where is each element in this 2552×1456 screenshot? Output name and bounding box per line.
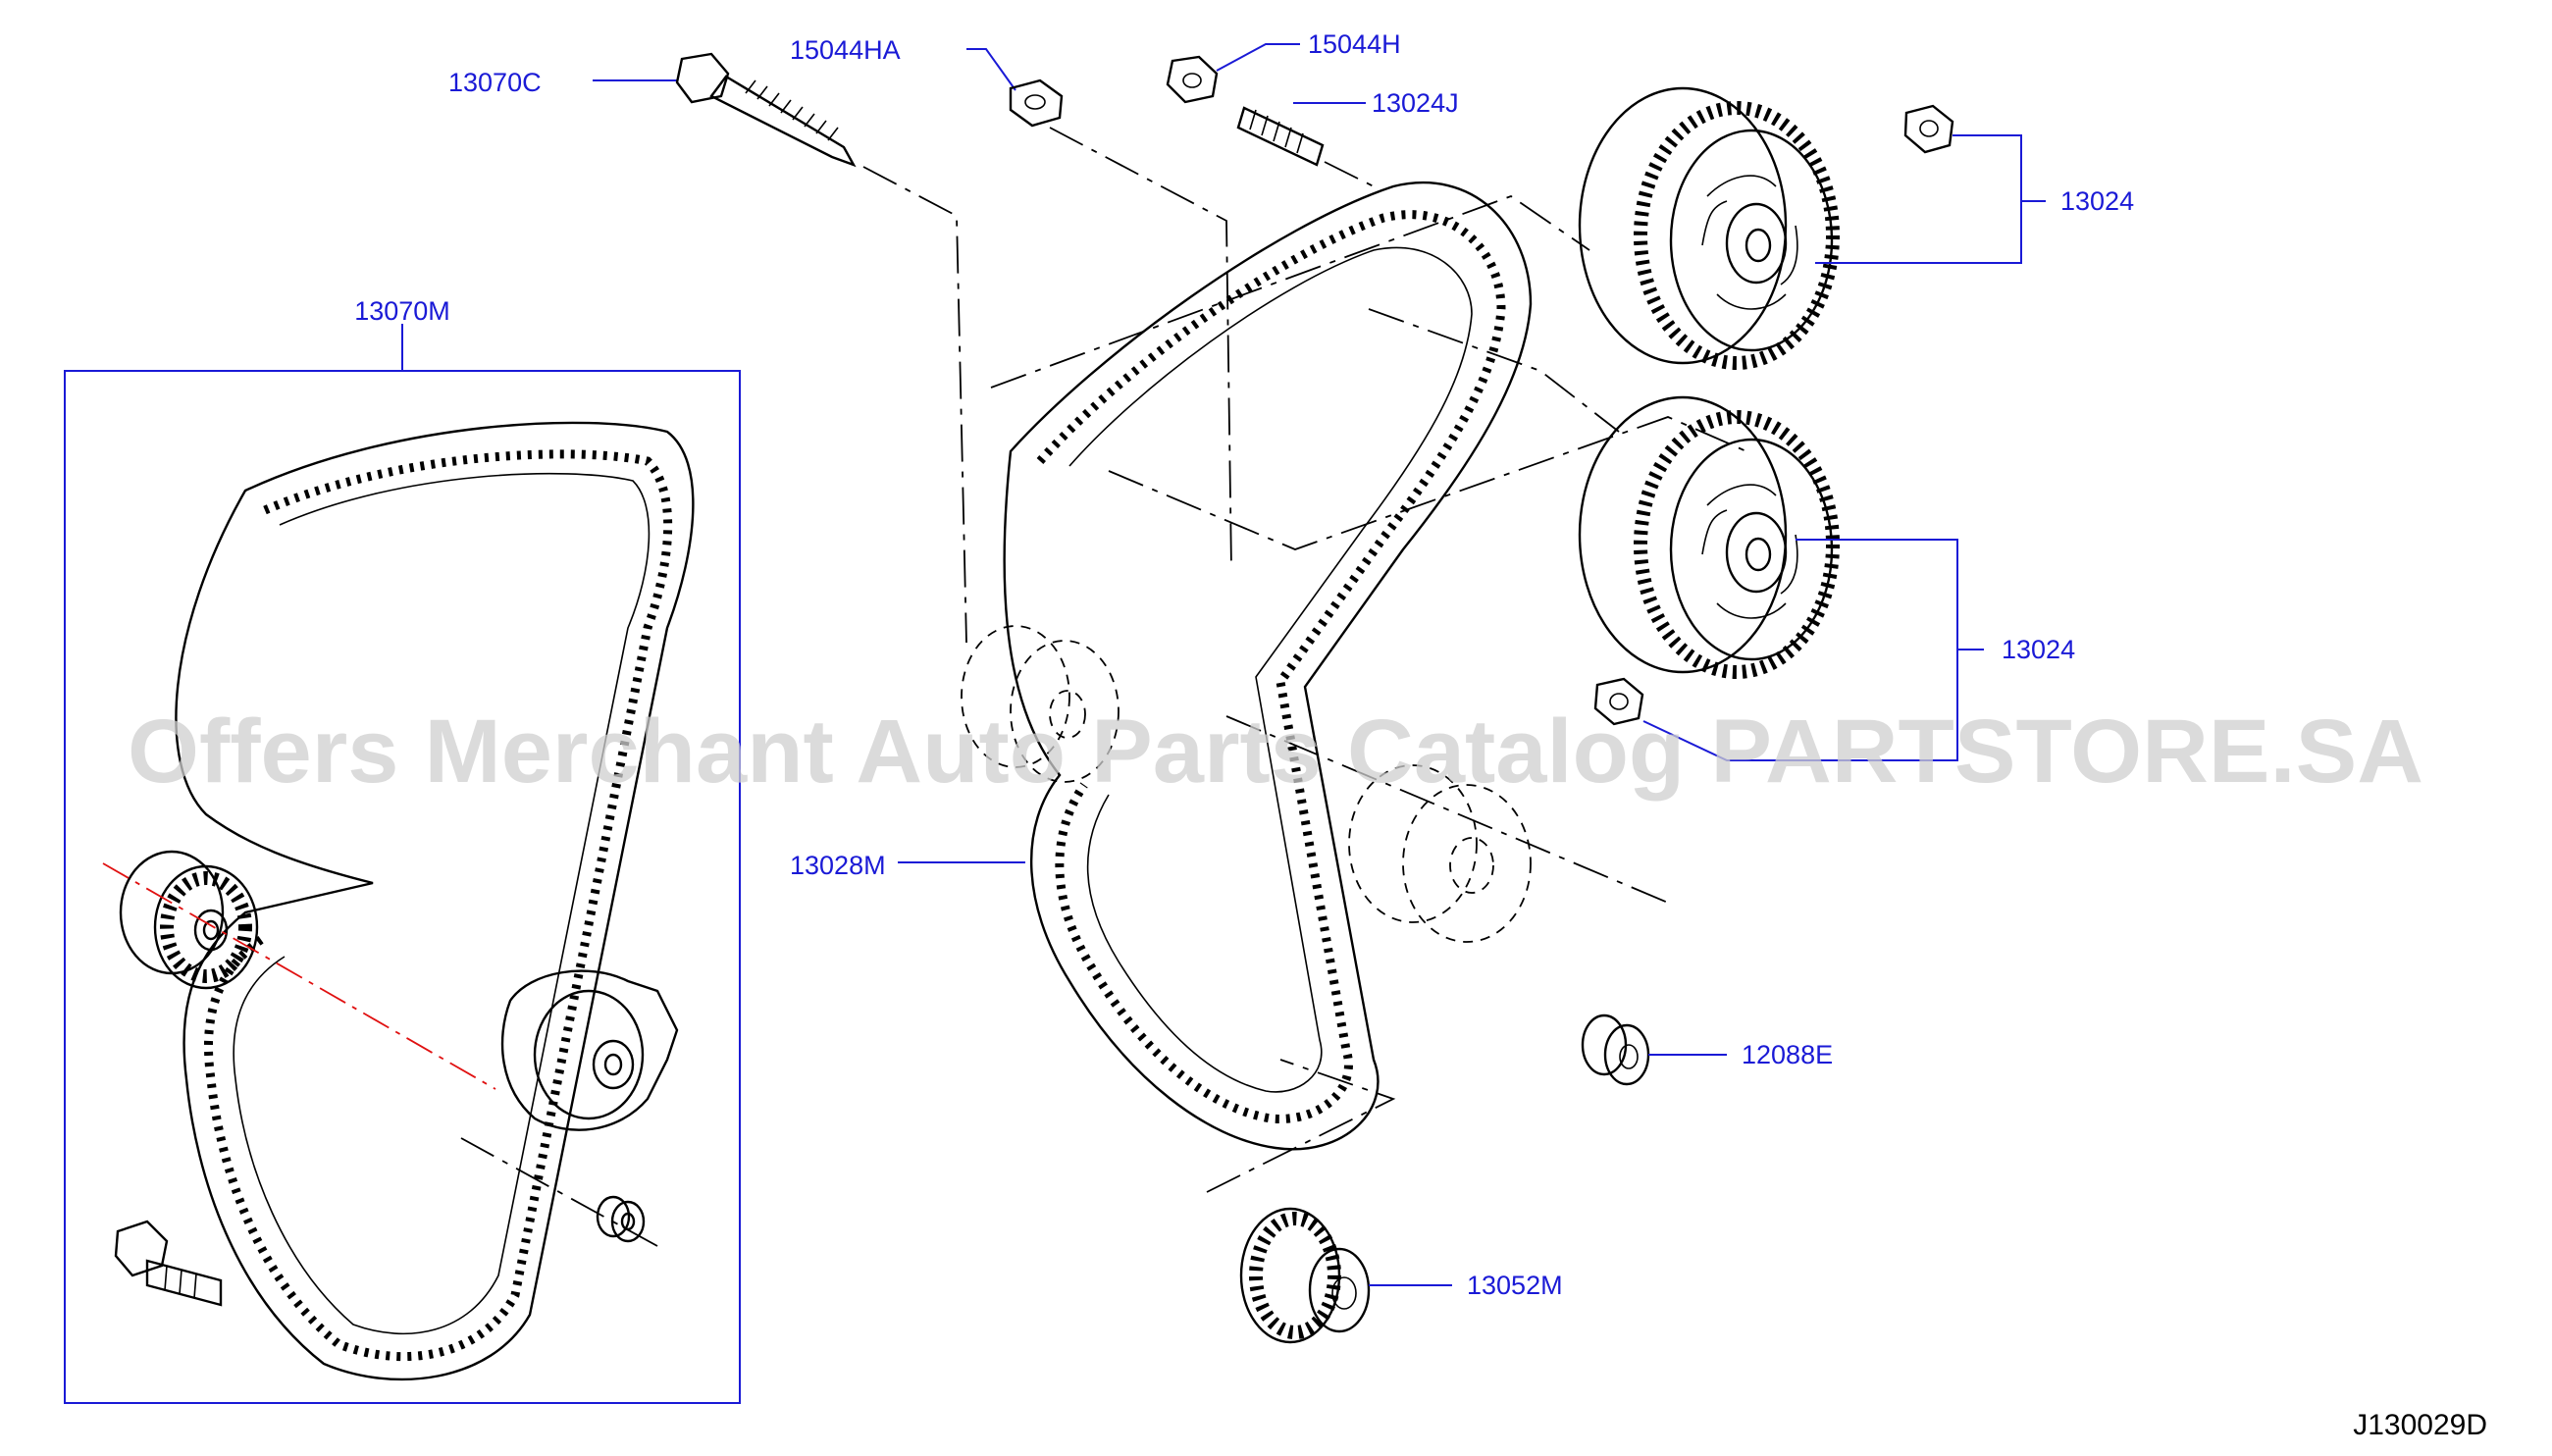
belt-phantom-4 xyxy=(1206,1059,1396,1193)
upper-sprocket-nut-hole xyxy=(1919,120,1939,137)
kit-bolt xyxy=(114,1220,223,1307)
callout-15044H: 15044H xyxy=(1308,29,1401,59)
phantom-tensioner xyxy=(1348,764,1532,943)
belt-13028M-inner xyxy=(1068,246,1473,1093)
nut-15044HA-group: 15044HA xyxy=(790,35,1232,570)
callout-13070M: 13070M xyxy=(354,296,450,326)
belt-phantom-3 xyxy=(1368,308,1620,433)
callout-12088E: 12088E xyxy=(1742,1040,1833,1069)
upper-sprocket-hub xyxy=(1725,202,1788,285)
stud-13024J-thread xyxy=(1249,109,1304,154)
kit-belt-teeth xyxy=(204,449,673,1362)
kit-13070M-group: 13070M xyxy=(64,296,741,1404)
nut-15044HA-body xyxy=(1009,78,1064,128)
stud-13024J-axis xyxy=(1324,161,1375,187)
lower-sprocket-spokes xyxy=(1701,484,1798,619)
belt-13028M-teeth-outer xyxy=(1036,210,1506,1123)
stud-13024J-body xyxy=(1236,106,1325,167)
sprocket-13024-upper-group: 13024 xyxy=(1578,86,2134,370)
lower-sprocket-bore xyxy=(1745,537,1772,572)
belt-phantom-2 xyxy=(1108,416,1747,550)
kit-idler-pulley xyxy=(119,850,259,990)
nut-15044H-group: 15044H xyxy=(1166,29,1401,104)
nut-15044HA-leader xyxy=(966,48,1016,91)
belt-phantom-1 xyxy=(990,194,1590,389)
upper-sprocket-spokes xyxy=(1701,175,1798,310)
bolt-13070C-group: 13070C xyxy=(448,52,967,644)
bolt-13070C-head xyxy=(675,52,730,104)
callout-13070C: 13070C xyxy=(448,68,542,97)
callout-15044HA: 15044HA xyxy=(790,35,901,65)
lower-sprocket-face xyxy=(1669,438,1834,661)
washer-12088E-back xyxy=(1581,1014,1628,1076)
callout-13028M: 13028M xyxy=(790,851,886,880)
watermark-text: Offers Merchant Auto Parts Catalog PARTS… xyxy=(128,702,2423,802)
upper-sprocket-leader xyxy=(1815,134,2022,264)
phantom-idler xyxy=(961,625,1120,783)
stud-13024J-group: 13024J xyxy=(1236,88,1459,187)
crank-sprocket-front xyxy=(1308,1247,1371,1333)
kit-centerline xyxy=(102,862,496,1090)
sprocket-13024-lower-group: 13024 xyxy=(1578,395,2075,761)
callout-13024-upper: 13024 xyxy=(2060,186,2134,216)
upper-sprocket-nut xyxy=(1903,104,1954,154)
crank-sprocket-back xyxy=(1239,1207,1341,1344)
crank-sprocket-teeth xyxy=(1249,1212,1341,1339)
nut-15044HA-hole xyxy=(1024,94,1046,110)
belt-13028M-outer xyxy=(1003,181,1533,1151)
nut-15044H-leader xyxy=(1216,43,1300,72)
kit-washer-centerline xyxy=(460,1137,658,1247)
callout-13052M: 13052M xyxy=(1467,1271,1563,1300)
washer-12088E-group: 12088E xyxy=(1581,1014,1833,1086)
diagram-code: J130029D xyxy=(2353,1409,2487,1441)
nut-15044HA-axis xyxy=(1049,127,1232,570)
kit-belt-outer xyxy=(175,421,695,1381)
lower-sprocket-nut-hole xyxy=(1609,693,1629,710)
bolt-13070C-shank xyxy=(709,75,857,168)
lower-sprocket-hub xyxy=(1725,511,1788,594)
upper-sprocket-bore xyxy=(1745,228,1772,263)
lower-sprocket-back xyxy=(1578,395,1788,674)
belt-phantom-5 xyxy=(1225,715,1669,904)
kit-washer xyxy=(596,1195,646,1243)
sprocket-13052M-group: 13052M xyxy=(1239,1207,1563,1344)
washer-12088E-front xyxy=(1603,1023,1650,1086)
crank-sprocket-bore xyxy=(1331,1276,1357,1310)
lower-sprocket-leader xyxy=(1642,539,1958,761)
nut-15044H-hole xyxy=(1182,73,1202,88)
bolt-13070C-axis xyxy=(862,166,967,644)
belt-13028M-group: 13028M xyxy=(790,181,1747,1193)
callout-13024J: 13024J xyxy=(1372,88,1459,118)
washer-12088E-hole xyxy=(1619,1044,1639,1069)
kit-belt-inner xyxy=(233,472,651,1335)
upper-sprocket-back xyxy=(1578,86,1788,365)
bolt-13070C-thread xyxy=(745,79,839,141)
upper-sprocket-face xyxy=(1669,129,1834,352)
callout-13024-lower: 13024 xyxy=(2002,635,2075,664)
lower-sprocket-nut xyxy=(1593,677,1644,726)
kit-tensioner xyxy=(500,969,679,1131)
nut-15044H-body xyxy=(1166,55,1219,104)
